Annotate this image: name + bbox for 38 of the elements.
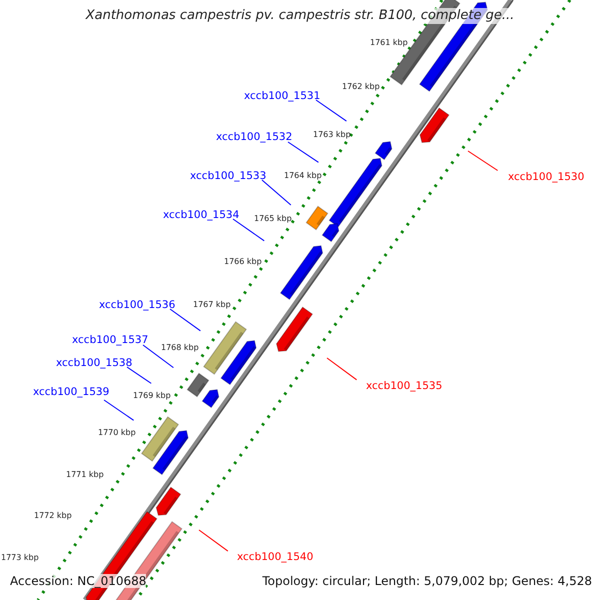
leader-line: [198, 530, 228, 552]
gene-label: xccb100_1540: [237, 551, 314, 564]
gene-label: xccb100_1535: [366, 380, 442, 393]
gene-label: xccb100_1538: [56, 357, 132, 370]
scale-tick-label: 1767 kbp: [193, 300, 231, 310]
leader-line: [262, 180, 292, 206]
gene-label: xccb100_1530: [508, 171, 584, 184]
leader-line: [170, 308, 201, 332]
leader-line: [326, 358, 358, 380]
leader-line: [142, 344, 174, 368]
scale-tick-label: 1771 kbp: [66, 470, 104, 480]
gene-label: xccb100_1539: [33, 386, 110, 399]
leader-line: [104, 400, 134, 421]
leader-line: [288, 142, 319, 163]
gene-label: xccb100_1534: [163, 209, 240, 222]
gene-label: xccb100_1532: [216, 131, 292, 144]
leader-line: [468, 150, 498, 171]
scale-tick-label: 1765 kbp: [254, 214, 292, 224]
scale-tick-label: 1768 kbp: [161, 343, 199, 353]
scale-tick-label: 1766 kbp: [224, 257, 262, 267]
scale-tick-label: 1770 kbp: [98, 428, 136, 438]
leader-line: [126, 366, 152, 384]
accession-text: Accession: NC_010688: [10, 574, 146, 588]
scale-tick-label: 1761 kbp: [370, 38, 408, 48]
leader-line: [316, 100, 347, 122]
gene-label: xccb100_1531: [244, 90, 320, 103]
scale-tick-label: 1773 kbp: [1, 553, 39, 563]
gene-label: xccb100_1533: [190, 170, 266, 183]
scale-tick-label: 1772 kbp: [34, 511, 72, 521]
map-title: Xanthomonas campestris pv. campestris str. B100, complete ge...: [86, 8, 514, 24]
scale-tick-label: 1769 kbp: [133, 391, 171, 401]
leader-line: [232, 218, 265, 242]
scale-tick-label: 1763 kbp: [313, 130, 351, 140]
gene-label: xccb100_1536: [99, 299, 176, 312]
scale-tick-label: 1764 kbp: [284, 171, 322, 181]
scale-tick-label: 1762 kbp: [342, 82, 380, 92]
gene-label: xccb100_1537: [72, 334, 148, 347]
genome-summary-text: Topology: circular; Length: 5,079,002 bp; Genes: 4,528: [262, 574, 592, 588]
